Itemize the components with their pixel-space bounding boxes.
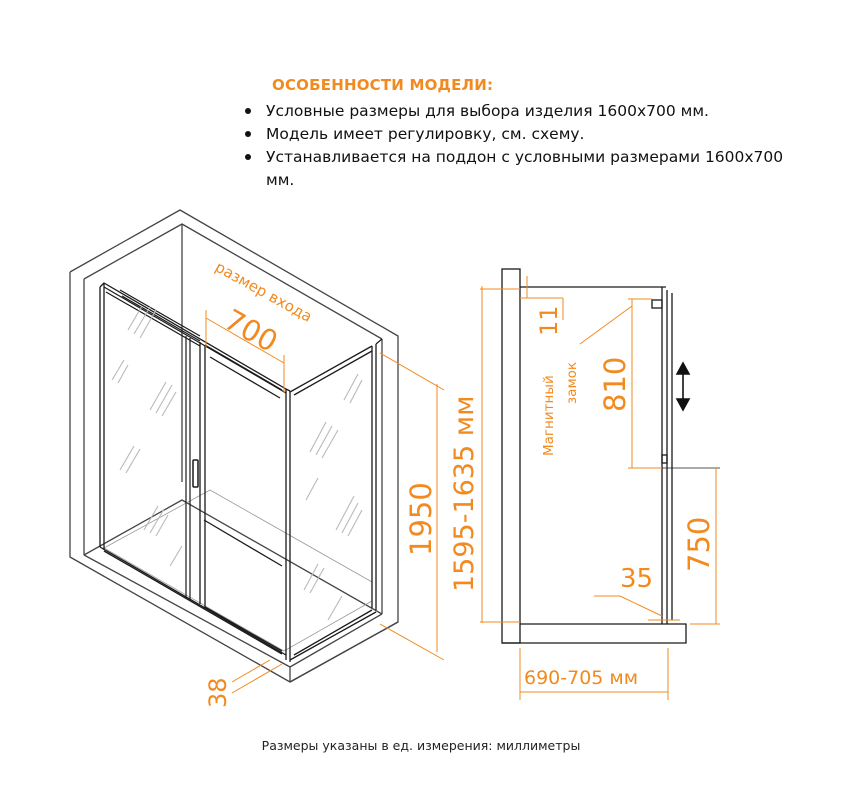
- panel-profile: [520, 286, 720, 624]
- isometric-view: [69, 209, 445, 694]
- adjust-arrow-icon: [675, 361, 691, 412]
- tray-outline: [103, 489, 373, 652]
- profile-38: 38: [204, 677, 232, 708]
- wall-profile: [375, 338, 383, 345]
- adjust-range: 1595-1635 мм: [449, 396, 480, 593]
- feature-item: Условные размеры для выбора изделия 1600…: [240, 100, 800, 123]
- features-list: Условные размеры для выбора изделия 1600…: [240, 100, 800, 192]
- room-niche: [69, 209, 399, 683]
- door-handle[interactable]: [192, 459, 199, 488]
- magnet-label-line2: замок: [564, 362, 580, 404]
- gap-11: 11: [535, 305, 563, 336]
- units-footnote: Размеры указаны в ед. измерения: миллиме…: [261, 738, 581, 753]
- sliding-door: [199, 342, 283, 652]
- side-view: [480, 268, 720, 700]
- wall-section: [501, 268, 687, 644]
- features-title: ОСОБЕННОСТИ МОДЕЛИ:: [272, 76, 494, 94]
- magnet-label-line1: Магнитный: [541, 375, 557, 456]
- feature-item: Модель имеет регулировку, см. схему.: [240, 123, 800, 146]
- side-panel: [289, 344, 377, 661]
- handle-height: 750: [682, 517, 716, 572]
- iso-dimension-lines: [205, 310, 445, 694]
- depth-range: 690-705 мм: [524, 667, 638, 689]
- feature-item: Устанавливается на поддон с условными ра…: [240, 146, 800, 192]
- offset-35: 35: [620, 564, 653, 594]
- side-dimension-lines: [480, 276, 720, 700]
- fixed-panel-edge: [185, 336, 191, 600]
- magnet-height: 810: [598, 357, 632, 412]
- front-frame: [99, 282, 291, 662]
- glass-hatching: [111, 305, 363, 621]
- entry-width: 700: [219, 302, 284, 359]
- model-features: ОСОБЕННОСТИ МОДЕЛИ: Условные размеры для…: [240, 76, 800, 192]
- height-1950: 1950: [404, 482, 438, 556]
